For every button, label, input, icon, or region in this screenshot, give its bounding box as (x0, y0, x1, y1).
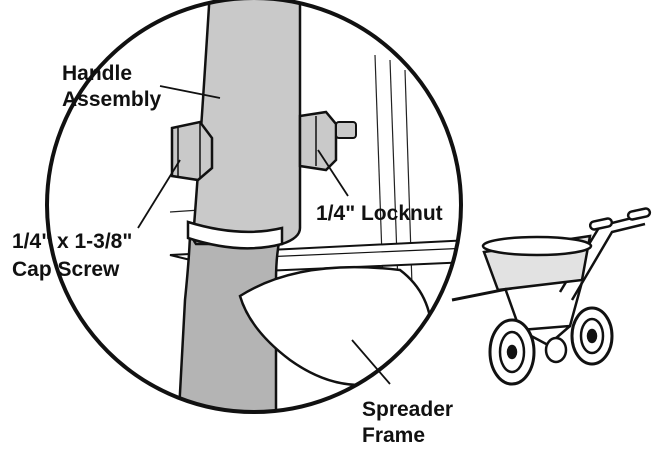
magnified-detail (47, 0, 461, 412)
label-handle-line1: Handle (62, 62, 133, 85)
label-spreader-line1: Spreader (362, 398, 454, 421)
label-spreader-line2: Frame (362, 424, 426, 447)
label-handle-line2: Assembly (62, 88, 162, 111)
spreader-illustration (481, 207, 652, 386)
leader-lines (137, 85, 391, 385)
label-locknut: 1/4" Locknut (316, 202, 443, 225)
label-cap-screw-line2: Cap Screw (12, 258, 120, 281)
label-cap-screw-line1: 1/4" x 1-3/8" (12, 230, 133, 253)
detail-circle (45, 0, 463, 414)
